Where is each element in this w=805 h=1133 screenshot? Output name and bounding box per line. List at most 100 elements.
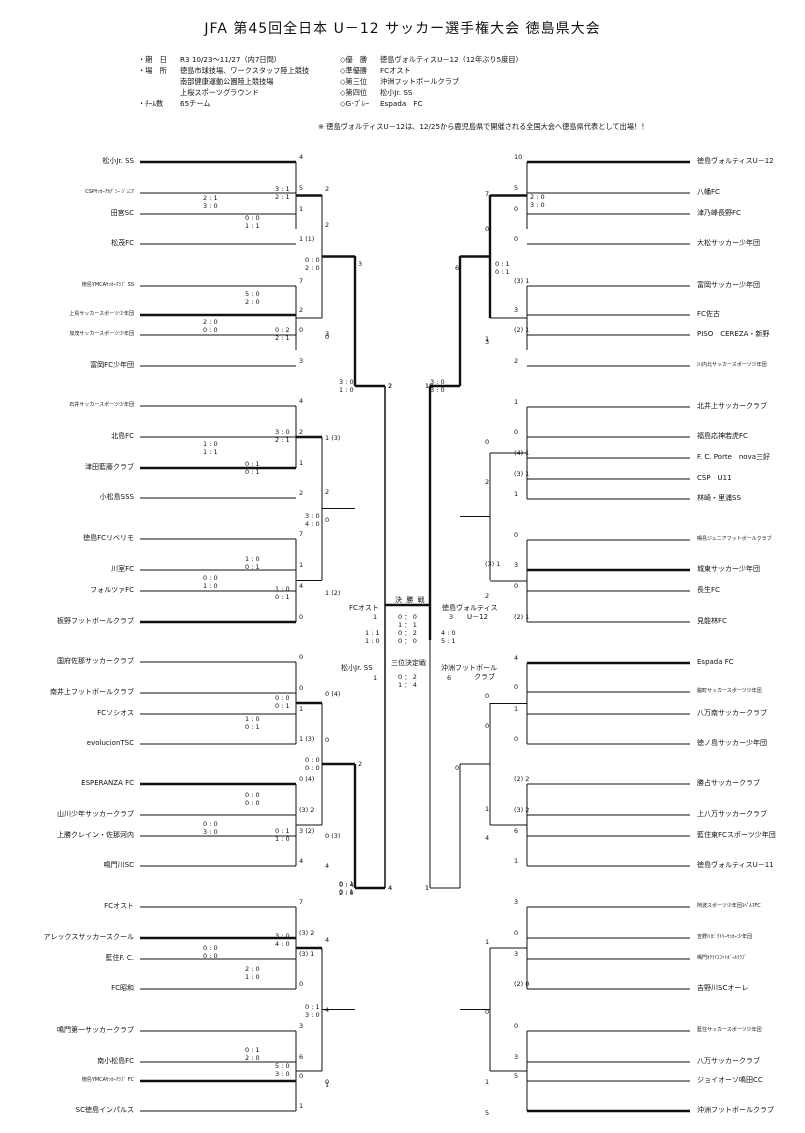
team-name: 阿波スポーツ少年団ｽﾍﾟﾙﾏFC — [697, 903, 761, 909]
score-cluster: 1 : 0 0 : 1 — [245, 715, 260, 731]
team-count-label: ・ﾁｰﾑ数 — [138, 99, 164, 108]
score-value: 0 — [325, 333, 330, 341]
result-value: FCオスト — [380, 66, 411, 75]
venue-value-3: 上桜スポーツグラウンド — [180, 88, 259, 97]
score-cluster: 2 : 1 3 : 0 — [203, 194, 218, 210]
score-value: 0 — [485, 692, 490, 700]
score-value: (2) 0 — [514, 980, 530, 988]
team-name: CSPｻｯｶｰｱｶﾃﾞﾐｰ ｼﾞｭﾆｱ — [85, 189, 134, 195]
final-right-extra: 4 : 0 5 : 1 — [441, 629, 456, 645]
third-right-score: 6 — [447, 674, 452, 682]
score-value: (2) 1 — [514, 613, 530, 621]
team-name: 勝占サッカークラブ — [697, 779, 760, 787]
score-value: 7 — [299, 530, 304, 538]
score-value: 3 — [485, 338, 490, 346]
final-right-score: 3 — [449, 613, 454, 621]
score-value: 0 — [485, 1008, 490, 1016]
score-value: (3) 2 — [299, 929, 315, 937]
team-name: 八幡FC — [697, 188, 720, 196]
team-name: 林崎・里浦SS — [697, 494, 741, 502]
final-label: 決 勝 戦 — [395, 596, 426, 604]
score-value: 0 — [299, 684, 304, 692]
score-value: 1 — [299, 205, 304, 213]
team-name: 上鳥サッカースポーツ少年団 — [69, 311, 134, 317]
team-name: 山川少年サッカークラブ — [57, 810, 134, 818]
score-value: 1 — [425, 884, 430, 892]
score-cluster: 3 : 0 3 : 0 — [430, 378, 445, 394]
score-value: (2) 2 — [514, 775, 530, 783]
team-name: 吉野川SCオーレ — [697, 984, 749, 992]
third-place-label: 三位決定戦 — [391, 659, 426, 667]
team-name: ESPERANZA FC — [81, 779, 134, 787]
team-name: 八万南サッカークラブ — [697, 709, 767, 717]
score-cluster: 0 : 0 1 : 1 — [245, 214, 260, 230]
score-cluster: 1 : 0 1 : 1 — [203, 440, 218, 456]
result-label: ◇G･ﾌﾟﾚｰ — [340, 99, 370, 108]
score-cluster: 0 : 4 2 : 0 — [339, 881, 354, 897]
team-name: Espada FC — [697, 658, 734, 666]
result-value: Espada FC — [380, 99, 423, 108]
score-value: 0 — [299, 980, 304, 988]
team-name: 小松島SSS — [99, 493, 134, 501]
final-left-team: FCオスト — [349, 604, 379, 612]
score-value: 0 — [485, 722, 490, 730]
score-value: 0 — [455, 764, 460, 772]
team-name: 藍住東FCスポーツ少年団 — [697, 831, 776, 839]
venue-value-2: 南部健康運動公園陸上競技場 — [180, 77, 274, 86]
score-value: 1 — [425, 884, 430, 892]
team-name: FC佐古 — [697, 310, 720, 318]
team-name: 南小松島FC — [97, 1057, 134, 1065]
score-value: 1 — [514, 857, 519, 865]
team-name: 鳴門第一サッカークラブ — [57, 1026, 134, 1034]
score-value: 2 — [388, 382, 393, 390]
team-name: F. C. Porte nova三好 — [697, 453, 771, 461]
score-cluster: 3 : 0 4 : 0 — [305, 512, 320, 528]
score-value: 6 — [514, 827, 519, 835]
score-cluster: 2 : 0 1 : 0 — [245, 965, 260, 981]
score-value: 1 — [299, 561, 304, 569]
score-value: 1 (3) — [299, 735, 315, 743]
score-value: 4 — [388, 884, 393, 892]
score-value: 0 (4) — [325, 690, 341, 698]
team-name: 藍住F. C. — [105, 954, 134, 962]
team-name: 石井サッカースポーツ少年団 — [69, 402, 134, 408]
team-name: 大松サッカー少年団 — [697, 239, 760, 247]
score-value: 0 — [325, 736, 330, 744]
score-value: 0 — [485, 225, 490, 233]
score-value: 1 (3) — [325, 434, 341, 442]
notice-text: ※ 徳島ヴォルティスU－12は、12/25から鹿児島県で開催される全国大会へ徳島… — [318, 122, 649, 131]
score-value: 1 — [485, 1078, 490, 1086]
score-value: 4 — [514, 654, 519, 662]
score-value: (2) 1 — [514, 326, 530, 334]
score-value: 3 — [514, 1053, 519, 1061]
final-right-team: 徳島ヴォルティス — [442, 604, 498, 612]
score-cluster: 0 : 0 1 : 0 — [203, 574, 218, 590]
score-value: 2 — [485, 478, 490, 486]
score-cluster: 0 : 1 3 : 0 — [305, 1003, 320, 1019]
score-value: 0 — [514, 1022, 519, 1030]
score-cluster: 0 : 0 0 : 0 — [305, 756, 320, 772]
score-value: 0 — [514, 735, 519, 743]
team-name: 吉野川ﾋﾞｸﾄﾘｰｻｯｶｰ少年団 — [697, 934, 753, 940]
final-left-score: 1 — [373, 613, 378, 621]
score-value: 0 — [299, 613, 304, 621]
result-label: ◇第三位 — [340, 77, 368, 86]
score-value: 0 — [325, 516, 330, 524]
score-value: 1 — [485, 335, 490, 343]
score-value: 10 — [514, 153, 523, 161]
score-value: 2 — [485, 592, 490, 600]
score-value: 2 — [299, 428, 304, 436]
score-value: 6 — [455, 264, 460, 272]
team-name: 板野フットボールクラブ — [57, 617, 134, 625]
score-value: 2 — [388, 382, 393, 390]
score-value: 1 — [299, 1102, 304, 1110]
score-cluster: 0 : 1 0 : 1 — [495, 260, 510, 276]
team-name: 川内北サッカースポーツ少年団 — [697, 362, 767, 368]
team-name: 北島FC — [111, 432, 134, 440]
score-value: 10 — [425, 382, 434, 390]
third-left-score: 1 — [373, 674, 378, 682]
score-cluster: 2 : 0 3 : 0 — [530, 193, 545, 209]
team-name: 脇町サッカースポーツ少年団 — [697, 688, 762, 694]
score-value: 3 (2) — [299, 827, 315, 835]
